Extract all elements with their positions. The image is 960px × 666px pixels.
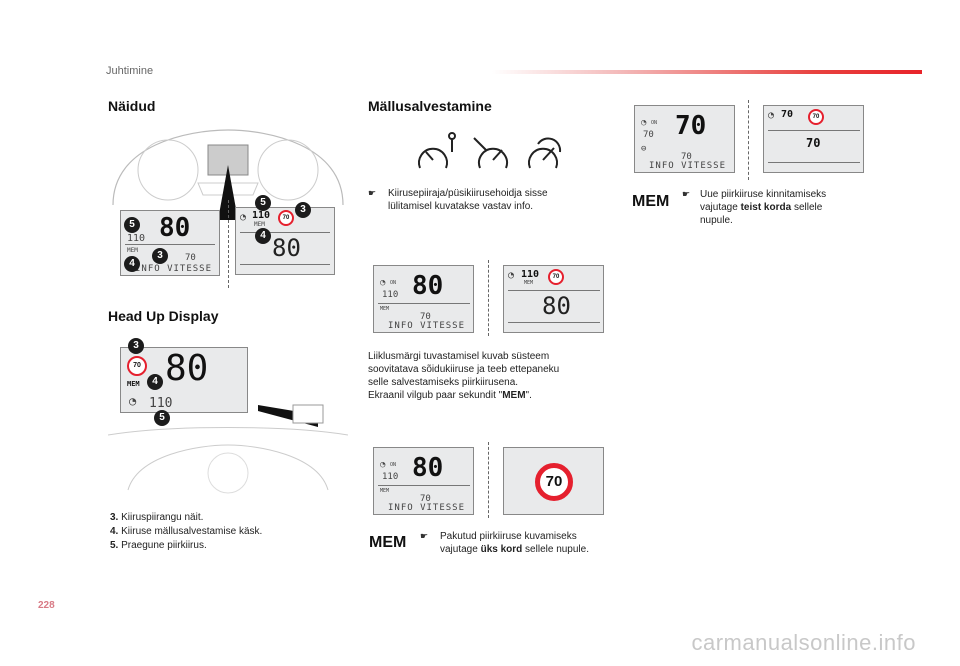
right-bullet-text: Uue piirkiiruse kinnitamiseks vajutage t… — [700, 189, 827, 226]
limit: 110 — [382, 290, 399, 300]
right-cluster-panel: ◔ ON 70 70 ⊖ 70 INFO VITESSE — [634, 105, 735, 173]
mem-button-label: MEM — [369, 534, 407, 551]
limit: 110 — [521, 269, 540, 280]
target: 70 — [420, 312, 431, 322]
divider — [768, 162, 860, 163]
on-label: ON — [390, 280, 397, 286]
mid-cluster-panel: ◔ ON 80 110 MEM 70 INFO VITESSE — [373, 265, 474, 333]
section-title-mallu: Mällusalvestamine — [368, 98, 492, 114]
section-title-naidud: Näidud — [108, 98, 156, 114]
speed-sign: 70 — [808, 109, 824, 125]
badge-5: 5 — [154, 410, 170, 426]
current-speed-value: 80 — [159, 213, 191, 243]
divider — [125, 244, 215, 245]
mid-cluster-panel-2: ◔ ON 80 110 MEM 70 INFO VITESSE — [373, 447, 474, 515]
section-title-hud: Head Up Display — [108, 308, 219, 324]
header-accent-line — [492, 70, 922, 74]
sign-panel: 70 — [503, 447, 604, 515]
right-limiter-panel: ◔ 70 70 70 — [763, 105, 864, 173]
hud-car-illustration — [108, 404, 348, 494]
bullet-icon: ☛ — [420, 531, 429, 541]
badge-3: 3 — [295, 202, 311, 218]
chapter-title: Juhtimine — [106, 65, 154, 77]
target-speed: 70 — [185, 253, 196, 263]
limit: 110 — [382, 472, 399, 482]
page-number: 228 — [38, 600, 55, 611]
mem-indicator: MEM — [380, 488, 390, 494]
info-vitesse: INFO VITESSE — [649, 161, 727, 171]
mid-paragraph: Liiklusmärgi tuvastamisel kuvab süsteem … — [368, 351, 560, 401]
separator — [228, 200, 229, 288]
hud-panel: 70 80 MEM ◔ 110 — [120, 347, 248, 413]
large-speed-sign: 70 — [535, 463, 573, 501]
divider — [240, 232, 330, 233]
target: 70 — [681, 152, 692, 162]
gauge-icons — [418, 132, 562, 169]
hud-speed-sign: 70 — [127, 356, 147, 376]
target: 70 — [420, 494, 431, 504]
divider — [240, 264, 330, 265]
current-speed: 80 — [412, 271, 444, 301]
badge-5: 5 — [255, 195, 271, 211]
speedometer-icon: ◔ — [380, 278, 386, 288]
badge-5: 5 — [124, 217, 140, 233]
mem-indicator: MEM — [127, 247, 138, 254]
limit: 70 — [781, 109, 794, 120]
limit-value: 110 — [127, 233, 146, 244]
legend-item: 4. Kiiruse mällusalvestamise käsk. — [110, 526, 263, 537]
pointer-arrow — [218, 165, 238, 220]
speedometer-icon: ◔ — [508, 270, 515, 281]
on-label: ON — [390, 462, 397, 468]
separator — [488, 442, 489, 518]
speedometer-icon: ◔ — [240, 212, 247, 223]
bullet-icon: ☛ — [368, 188, 377, 198]
separator — [488, 260, 489, 336]
speedometer-icon: ◔ — [641, 118, 647, 128]
current-speed: 70 — [675, 111, 707, 141]
badge-3: 3 — [152, 248, 168, 264]
mem-indicator: MEM — [380, 306, 390, 312]
mem-button-label: MEM — [632, 193, 670, 210]
mid-bullet2-text: Pakutud piirkiiruse kuvamiseks vajutage … — [440, 531, 589, 555]
separator — [748, 100, 749, 180]
mem-text: MEM — [524, 280, 534, 286]
badge-4: 4 — [147, 374, 163, 390]
mid-bullet-text: Kiirusepiiraja/püsikiirusehoidja sisse l… — [388, 188, 548, 212]
speedometer-icon: ◔ — [129, 394, 137, 408]
mid-limiter-panel: ◔ 110 MEM 70 80 — [503, 265, 604, 333]
limit-value: 110 — [252, 210, 271, 221]
badge-3: 3 — [128, 338, 144, 354]
badge-4: 4 — [124, 256, 140, 272]
speed: 80 — [542, 292, 571, 320]
current-speed: 80 — [412, 453, 444, 483]
badge-4: 4 — [255, 228, 271, 244]
legend-item: 3. Kiiruspiirangu näit. — [110, 512, 204, 523]
mem-circle-icon: ⊖ — [641, 144, 647, 154]
speed: 70 — [806, 136, 821, 150]
hud-mem: MEM — [127, 380, 140, 388]
info-vitesse: INFO VITESSE — [135, 264, 213, 274]
bullet-icon: ☛ — [682, 189, 691, 199]
limit: 70 — [643, 130, 654, 140]
on-label: ON — [651, 120, 658, 126]
speed-sign: 70 — [278, 210, 294, 226]
speed-value: 80 — [272, 234, 301, 262]
speedometer-icon: ◔ — [768, 110, 775, 121]
speed-sign: 70 — [548, 269, 564, 285]
watermark: carmanualsonline.info — [691, 630, 916, 655]
mem-text: MEM — [254, 221, 265, 228]
speedometer-icon: ◔ — [380, 460, 386, 470]
divider — [378, 303, 470, 304]
hud-limit: 110 — [149, 396, 173, 411]
legend-item: 5. Praegune piirkiirus. — [110, 540, 207, 551]
hud-current-speed: 80 — [165, 348, 209, 389]
limiter-panel: ◔ 110 MEM 70 80 — [235, 207, 335, 275]
divider — [508, 322, 600, 323]
divider — [768, 130, 860, 131]
info-vitesse: INFO VITESSE — [388, 321, 466, 331]
divider — [508, 290, 600, 291]
info-vitesse: INFO VITESSE — [388, 503, 466, 513]
divider — [378, 485, 470, 486]
